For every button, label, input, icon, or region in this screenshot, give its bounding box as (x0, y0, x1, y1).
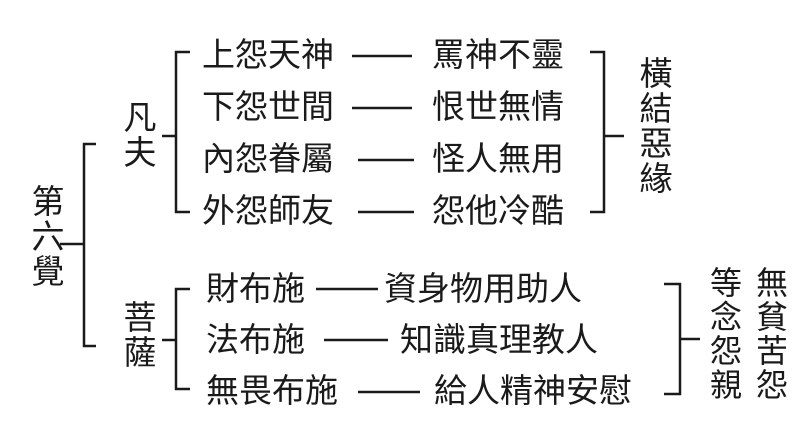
upper-result: 橫結惡緣 (634, 56, 673, 196)
root-label: 第六覺 (26, 184, 65, 289)
upper-row-1-right: 罵神不靈 (432, 35, 564, 74)
lower-row-1-left: 財布施 (206, 269, 305, 308)
lower-row-2-left: 法布施 (206, 320, 305, 359)
upper-row-2-left: 下怨世間 (202, 87, 334, 126)
upper-row-2-right: 恨世無情 (432, 87, 564, 126)
lower-row-3-left: 無畏布施 (206, 371, 338, 410)
branch-label-bodhisattva: 菩薩 (118, 300, 157, 370)
upper-row-3-left: 內怨眷屬 (202, 139, 334, 178)
lower-row-3-right: 給人精神安慰 (434, 371, 632, 410)
upper-row-1-left: 上怨天神 (202, 35, 334, 74)
upper-row-4-right: 怨他冷酷 (432, 191, 564, 230)
branch-label-ordinary: 凡夫 (118, 100, 157, 170)
lower-row-2-right: 知識真理教人 (400, 320, 598, 359)
upper-row-3-right: 怪人無用 (432, 139, 564, 178)
lower-result-column-1: 等念怨親 (705, 266, 743, 402)
lower-row-1-right: 資身物用助人 (384, 269, 582, 308)
lower-result-column-2: 無貧苦怨 (751, 266, 789, 402)
upper-row-4-left: 外怨師友 (202, 191, 334, 230)
